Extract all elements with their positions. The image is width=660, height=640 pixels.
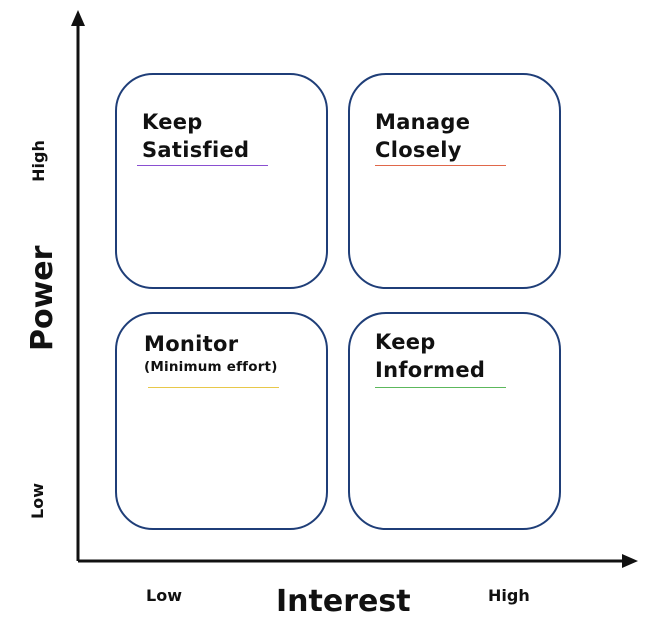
x-axis-low-label: Low <box>146 586 182 605</box>
x-axis-label: Interest <box>276 584 411 619</box>
quadrant-keep-satisfied <box>115 73 328 289</box>
x-axis-arrowhead <box>622 554 638 568</box>
keep-informed-title: Keep Informed <box>375 328 485 384</box>
y-axis-high-label: High <box>29 140 48 182</box>
manage-closely-line2: Closely <box>375 138 462 162</box>
monitor-title: Monitor (Minimum effort) <box>144 330 278 376</box>
keep-satisfied-underline <box>137 165 268 166</box>
keep-informed-underline <box>375 387 506 388</box>
y-axis-label: Power <box>25 245 60 351</box>
y-axis-low-label: Low <box>28 483 47 519</box>
manage-closely-underline <box>375 165 506 166</box>
quadrant-monitor <box>115 312 328 530</box>
quadrant-keep-informed <box>348 312 561 530</box>
keep-satisfied-line2: Satisfied <box>142 138 250 162</box>
quadrant-manage-closely <box>348 73 561 289</box>
x-axis-high-label: High <box>488 586 530 605</box>
keep-satisfied-title: Keep Satisfied <box>142 108 249 164</box>
monitor-line2: (Minimum effort) <box>144 359 278 375</box>
keep-informed-line2: Informed <box>375 358 486 382</box>
manage-closely-line1: Manage <box>375 110 471 134</box>
keep-informed-line1: Keep <box>375 330 436 354</box>
monitor-underline <box>148 387 279 388</box>
monitor-line1: Monitor <box>144 332 239 356</box>
y-axis-arrowhead <box>71 10 85 26</box>
keep-satisfied-line1: Keep <box>142 110 203 134</box>
manage-closely-title: Manage Closely <box>375 108 470 164</box>
